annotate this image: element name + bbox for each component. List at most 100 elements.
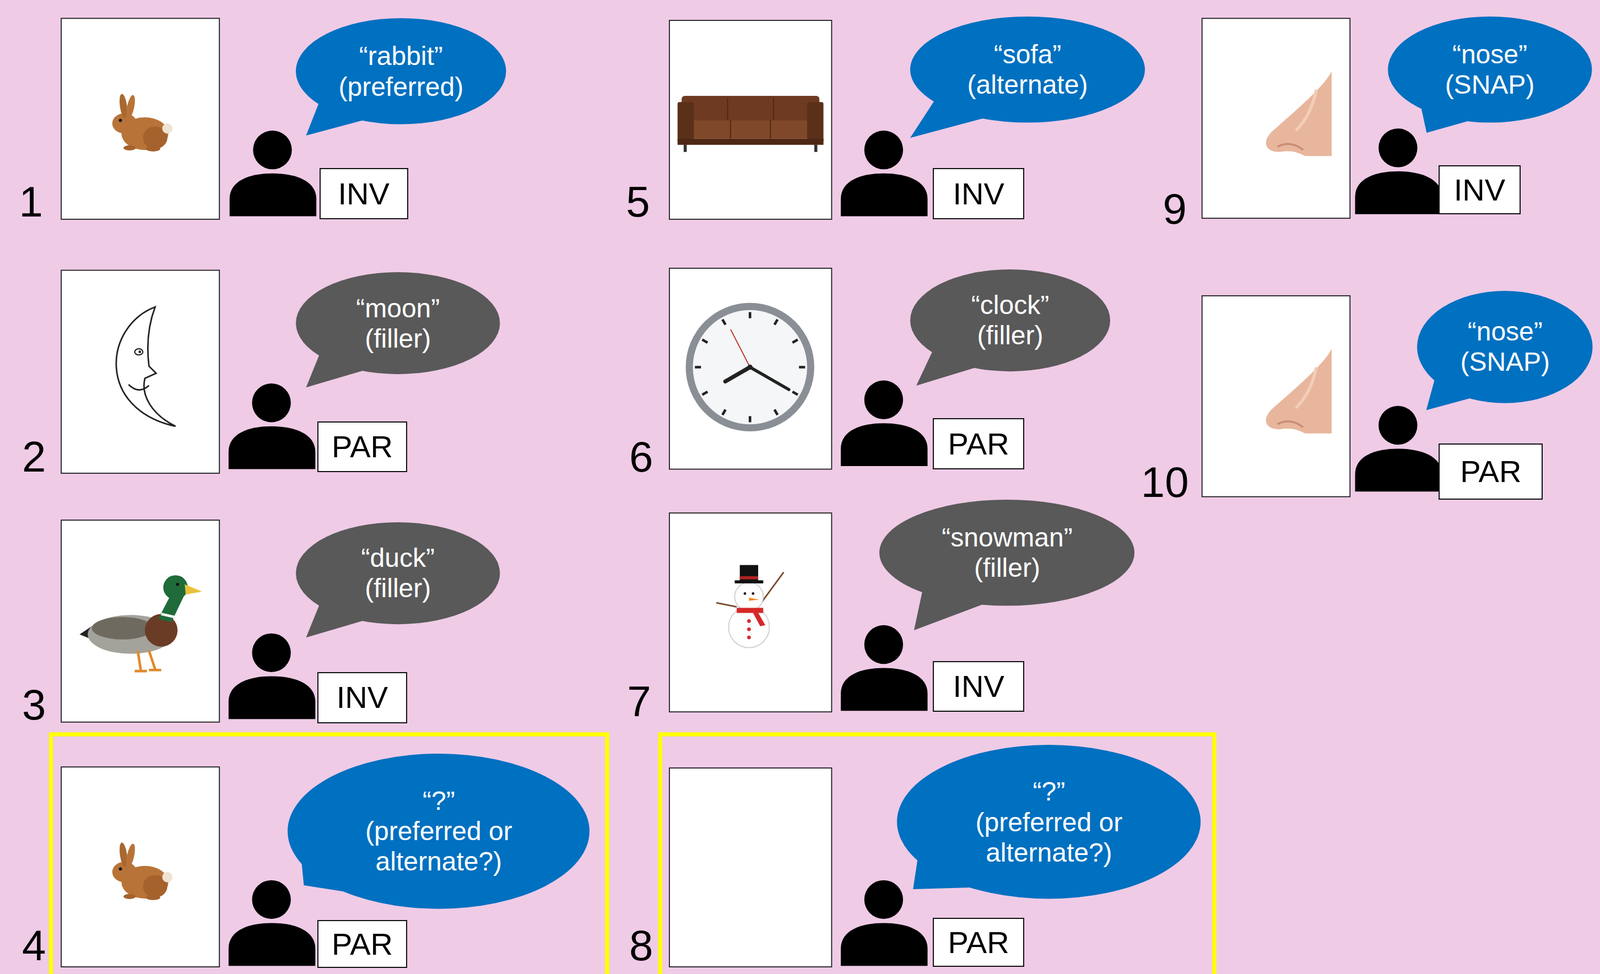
bubble-ellipse xyxy=(879,499,1135,607)
role-label: INV xyxy=(952,176,1004,212)
panel-number: 1 xyxy=(18,180,43,224)
person-icon xyxy=(229,130,317,217)
highlight-frame xyxy=(660,734,1215,974)
bubble-shape xyxy=(1417,290,1593,404)
duck-picture xyxy=(79,575,202,672)
rabbit-picture xyxy=(112,93,173,152)
speech-bubble: “snowman”(filler) xyxy=(879,499,1135,607)
speech-bubble: “sofa”(alternate) xyxy=(910,16,1145,123)
speech-bubble: “nose”(SNAP) xyxy=(1417,290,1593,404)
speech-bubble: “?”(preferred or alternate?) xyxy=(287,753,590,910)
bubble-ellipse xyxy=(896,744,1201,899)
bubble-ellipse xyxy=(295,272,500,375)
bubble-text: (SNAP) xyxy=(1460,346,1550,377)
bubble-text: “clock” xyxy=(971,289,1050,321)
bubble-shape xyxy=(295,272,500,375)
role-label: INV xyxy=(338,176,390,212)
bubble-shape xyxy=(295,18,507,125)
speech-bubble: “nose”(SNAP) xyxy=(1387,16,1592,123)
panel-number: 8 xyxy=(629,923,653,967)
bubble-text: “duck” xyxy=(361,542,435,574)
bubble-ellipse xyxy=(910,16,1145,123)
bubble-shape xyxy=(1387,16,1592,123)
rabbit-picture xyxy=(112,841,173,900)
moon-picture xyxy=(116,306,176,427)
speech-bubble: “moon”(filler) xyxy=(295,272,500,375)
nose-picture xyxy=(1266,71,1332,157)
bubble-text: (preferred or alternate?) xyxy=(333,815,544,877)
role-label: PAR xyxy=(948,426,1010,462)
bubble-ellipse xyxy=(910,269,1111,372)
bubble-text: “nose” xyxy=(1467,316,1543,347)
role-label: PAR xyxy=(331,429,393,464)
bubble-text: “moon” xyxy=(355,293,440,324)
sofa-picture xyxy=(677,95,824,153)
bubble-shape xyxy=(879,499,1135,607)
bubble-text: (preferred) xyxy=(338,71,464,102)
snowman-picture xyxy=(716,565,784,648)
panel-number: 5 xyxy=(625,180,650,224)
role-tag: PAR xyxy=(1438,443,1543,500)
highlight-frame xyxy=(51,734,608,974)
person-icon xyxy=(228,383,316,470)
bubble-ellipse xyxy=(287,753,590,910)
bubble-text: “rabbit” xyxy=(359,40,443,72)
nose-picture xyxy=(1266,348,1332,434)
panel-number: 6 xyxy=(629,435,653,479)
role-label: INV xyxy=(1453,173,1506,208)
bubble-text: “?” xyxy=(1033,776,1066,807)
panel-number: 2 xyxy=(22,435,46,479)
speech-bubble: “duck”(filler) xyxy=(295,522,500,625)
speech-bubble: “rabbit”(preferred) xyxy=(295,18,507,125)
panel-number: 7 xyxy=(626,679,651,723)
bubble-text: (filler) xyxy=(974,552,1041,583)
speech-bubble: “clock”(filler) xyxy=(910,269,1111,372)
role-label: PAR xyxy=(1460,454,1522,489)
role-label: INV xyxy=(952,669,1004,704)
role-tag: INV xyxy=(932,168,1025,220)
speech-bubble: “?”(preferred or alternate?) xyxy=(896,744,1201,899)
bubble-shape xyxy=(910,16,1145,123)
bubble-shape xyxy=(295,522,500,625)
role-tag: PAR xyxy=(932,418,1025,470)
panel-number: 4 xyxy=(22,923,46,967)
bubble-ellipse xyxy=(1387,16,1592,123)
panel-number: 10 xyxy=(1141,460,1189,504)
role-tag: INV xyxy=(319,168,409,220)
bubble-ellipse xyxy=(295,18,507,125)
person-icon xyxy=(1355,128,1442,215)
person-icon xyxy=(1355,406,1442,493)
role-tag: PAR xyxy=(317,421,408,473)
role-label: PAR xyxy=(331,927,393,962)
clock-picture xyxy=(685,303,815,432)
bubble-text: (preferred or alternate?) xyxy=(944,807,1154,868)
bubble-text: “nose” xyxy=(1452,39,1528,70)
panel-number: 3 xyxy=(22,683,46,727)
bubble-text: “sofa” xyxy=(993,39,1062,70)
person-icon xyxy=(228,880,316,967)
bubble-ellipse xyxy=(1417,290,1593,404)
role-tag: INV xyxy=(932,661,1025,713)
bubble-shape xyxy=(910,269,1111,372)
role-tag: PAR xyxy=(317,920,408,969)
panel-number: 9 xyxy=(1163,187,1187,231)
person-icon xyxy=(840,880,928,967)
bubble-ellipse xyxy=(295,522,500,625)
person-icon xyxy=(228,633,316,720)
bubble-text: (filler) xyxy=(364,323,431,354)
person-icon xyxy=(840,130,928,217)
person-icon xyxy=(840,380,928,467)
bubble-text: “?” xyxy=(422,785,456,816)
role-label: PAR xyxy=(948,925,1010,960)
bubble-text: (filler) xyxy=(364,573,431,604)
role-tag: PAR xyxy=(932,917,1025,967)
bubble-text: “snowman” xyxy=(941,522,1073,553)
person-icon xyxy=(840,625,928,712)
role-label: INV xyxy=(336,680,388,715)
role-tag: INV xyxy=(317,672,408,724)
role-tag: INV xyxy=(1438,165,1521,215)
bubble-text: (filler) xyxy=(977,320,1044,351)
bubble-text: (alternate) xyxy=(967,69,1089,100)
